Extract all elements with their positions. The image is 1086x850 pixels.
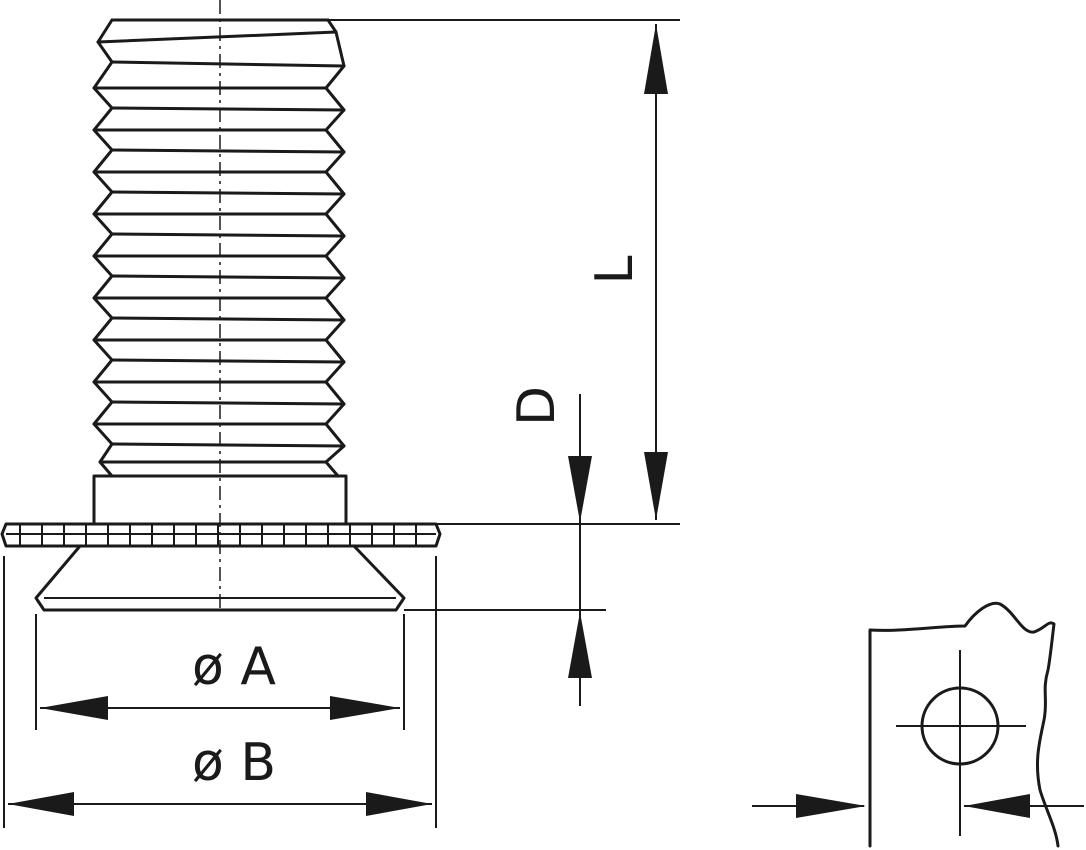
dimension-d: D [507,386,592,706]
label-d: D [507,386,567,426]
panel-detail-view [752,601,1084,848]
extension-lines [3,19,680,828]
dimension-l: L [585,24,668,520]
knurled-collar [0,522,442,548]
threaded-shank [92,18,346,478]
dimension-a: ø A [40,637,400,720]
label-diameter-b: ø B [192,733,276,793]
countersunk-head [34,544,406,612]
dimension-b: ø B [8,733,432,816]
label-l: L [585,255,645,284]
label-diameter-a: ø A [192,637,276,697]
